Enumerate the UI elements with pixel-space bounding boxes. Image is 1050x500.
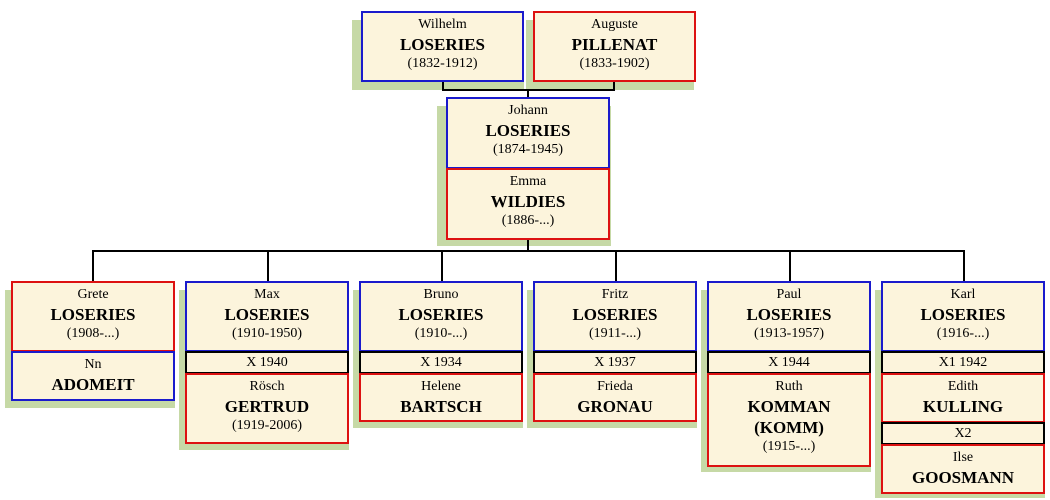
first-name: Paul — [776, 287, 802, 302]
last-name: LOSERIES — [398, 305, 484, 324]
first-name: Karl — [950, 287, 976, 302]
first-name: Fritz — [601, 287, 629, 302]
spouse-box-bartsch[interactable]: Helene BARTSCH — [359, 373, 523, 422]
life-dates: (1916-...) — [936, 326, 990, 341]
person-box-wilhelm[interactable]: Wilhelm LOSERIES (1832-1912) — [361, 11, 524, 82]
spouse-box-gertrud[interactable]: Rösch GERTRUD (1919-2006) — [185, 373, 349, 444]
last-name: BARTSCH — [400, 397, 482, 416]
last-name: WILDIES — [490, 192, 566, 211]
last-name: KULLING — [922, 397, 1004, 416]
alt-last-name: (KOMM) — [754, 418, 824, 437]
person-box-emma[interactable]: Emma WILDIES (1886-...) — [446, 168, 610, 240]
first-name: Auguste — [591, 17, 638, 32]
connector-line — [527, 89, 529, 99]
first-name: Wilhelm — [418, 17, 467, 32]
first-name: Frieda — [597, 379, 633, 394]
life-dates: (1874-1945) — [493, 142, 563, 157]
person-box-fritz[interactable]: Fritz LOSERIES (1911-...) — [533, 281, 697, 352]
connector-line — [92, 250, 94, 282]
connector-line — [527, 238, 529, 251]
person-box-karl[interactable]: Karl LOSERIES (1916-...) — [881, 281, 1045, 352]
first-name: Ilse — [952, 450, 974, 465]
last-name: LOSERIES — [920, 305, 1006, 324]
connector-line — [267, 250, 269, 282]
first-name: Ruth — [775, 379, 803, 394]
connector-line — [92, 250, 965, 252]
last-name: LOSERIES — [485, 121, 571, 140]
first-name: Grete — [77, 287, 109, 302]
person-box-johann[interactable]: Johann LOSERIES (1874-1945) — [446, 97, 610, 169]
life-dates: (1908-...) — [66, 326, 120, 341]
last-name: GRONAU — [577, 397, 653, 416]
last-name: GOOSMANN — [912, 468, 1014, 487]
life-dates: (1919-2006) — [232, 418, 302, 433]
spouse-box-kulling[interactable]: Edith KULLING — [881, 373, 1045, 423]
marriage-box: X 1944 — [707, 351, 871, 374]
first-name: Rösch — [249, 379, 285, 394]
marriage-box-2: X2 — [881, 422, 1045, 445]
connector-line — [963, 250, 965, 282]
life-dates: (1910-...) — [414, 326, 468, 341]
connector-line — [789, 250, 791, 282]
person-box-grete[interactable]: Grete LOSERIES (1908-...) — [11, 281, 175, 352]
last-name: LOSERIES — [572, 305, 658, 324]
person-box-max[interactable]: Max LOSERIES (1910-1950) — [185, 281, 349, 352]
first-name: Bruno — [423, 287, 459, 302]
last-name: KOMMAN — [747, 397, 831, 416]
last-name: GERTRUD — [224, 397, 310, 416]
connector-line — [442, 80, 444, 90]
life-dates: (1886-...) — [501, 213, 555, 228]
life-dates: (1913-1957) — [754, 326, 824, 341]
last-name: PILLENAT — [571, 35, 658, 54]
life-dates: (1910-1950) — [232, 326, 302, 341]
life-dates: (1832-1912) — [407, 56, 478, 71]
first-name: Emma — [509, 174, 547, 189]
connector-line — [441, 250, 443, 282]
spouse-box-gronau[interactable]: Frieda GRONAU — [533, 373, 697, 422]
last-name: LOSERIES — [224, 305, 310, 324]
marriage-box: X 1940 — [185, 351, 349, 374]
person-box-paul[interactable]: Paul LOSERIES (1913-1957) — [707, 281, 871, 352]
last-name: LOSERIES — [746, 305, 832, 324]
marriage-box: X 1937 — [533, 351, 697, 374]
first-name: Nn — [84, 357, 102, 372]
first-name: Johann — [508, 103, 548, 118]
marriage-box: X1 1942 — [881, 351, 1045, 374]
spouse-box-goosmann[interactable]: Ilse GOOSMANN — [881, 444, 1045, 494]
last-name: ADOMEIT — [51, 375, 135, 394]
first-name: Max — [254, 287, 280, 302]
life-dates: (1915-...) — [762, 439, 816, 454]
spouse-box-komman[interactable]: Ruth KOMMAN (KOMM) (1915-...) — [707, 373, 871, 467]
person-box-auguste[interactable]: Auguste PILLENAT (1833-1902) — [533, 11, 696, 82]
marriage-box: X 1934 — [359, 351, 523, 374]
person-box-bruno[interactable]: Bruno LOSERIES (1910-...) — [359, 281, 523, 352]
last-name: LOSERIES — [399, 35, 486, 54]
connector-line — [613, 80, 615, 90]
first-name: Helene — [421, 379, 461, 394]
spouse-box-adomeit[interactable]: Nn ADOMEIT — [11, 351, 175, 401]
life-dates: (1911-...) — [589, 326, 641, 341]
life-dates: (1833-1902) — [579, 56, 650, 71]
connector-line — [615, 250, 617, 282]
last-name: LOSERIES — [50, 305, 136, 324]
first-name: Edith — [947, 379, 979, 394]
